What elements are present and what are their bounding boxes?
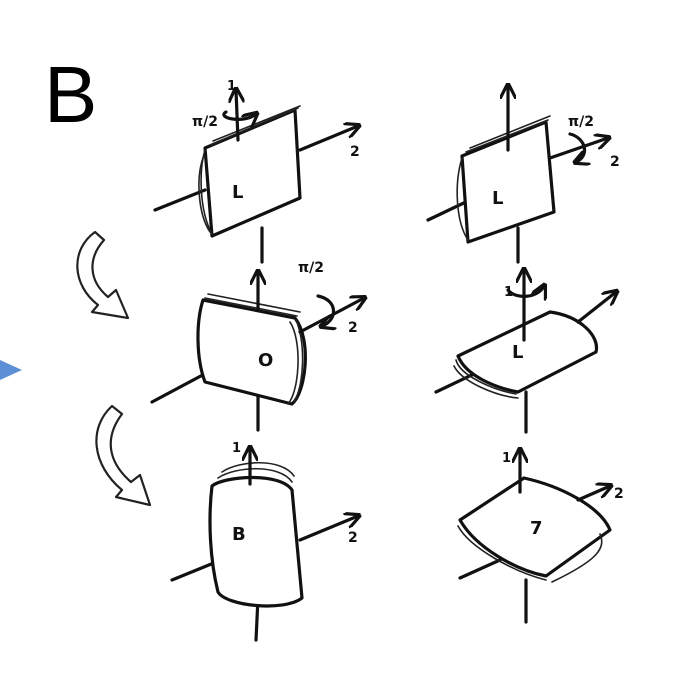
rotation-label: π/2	[568, 114, 594, 130]
axis-label-1: 1	[504, 285, 513, 300]
axis-label-1: 1	[227, 79, 236, 94]
book-step2-right	[434, 270, 616, 434]
hollow-curved-arrow-icon	[76, 230, 130, 320]
panel-label: B	[44, 50, 97, 139]
book-step3-right	[457, 450, 610, 624]
rotation-label: π/2	[298, 260, 324, 276]
axis-label-2: 2	[348, 530, 358, 546]
axis-label-2: 2	[614, 486, 624, 502]
book-step1-right	[426, 86, 608, 264]
rotation-label: π/2	[192, 114, 218, 130]
triangle-pointer-icon	[0, 360, 22, 380]
axis-label-2: 2	[350, 144, 360, 160]
curved-arrow-icon	[506, 286, 544, 296]
axis-label-2: 2	[610, 154, 620, 170]
curved-arrow-icon	[318, 294, 334, 326]
cover-letter: L	[512, 342, 523, 363]
book-step3-left	[170, 448, 358, 642]
cover-letter: L	[232, 182, 243, 203]
axis-label-1: 1	[232, 441, 241, 456]
cover-letter: 7	[530, 518, 543, 539]
cover-letter: B	[232, 524, 246, 545]
curved-arrow-icon	[568, 132, 585, 162]
axis-label-1: 1	[502, 451, 511, 466]
axis-label-2: 2	[348, 320, 358, 336]
curved-arrow-icon	[222, 112, 256, 119]
hollow-curved-arrow-icon	[95, 404, 152, 507]
book-step1-left	[153, 90, 358, 264]
book-step2-left	[150, 272, 364, 432]
cover-letter: L	[492, 188, 503, 209]
cover-letter: O	[258, 350, 273, 371]
